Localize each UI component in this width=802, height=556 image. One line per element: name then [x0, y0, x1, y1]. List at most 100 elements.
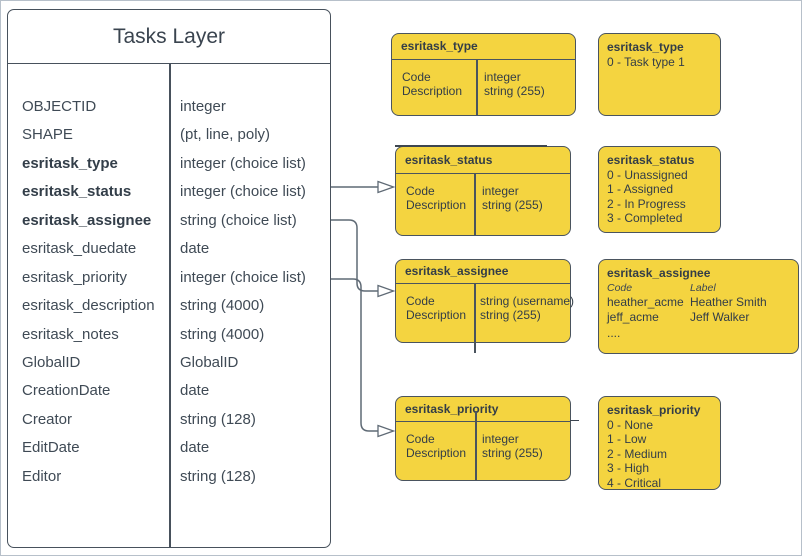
value-list-title: esritask_status: [607, 153, 695, 167]
domain-field-type: string (255): [484, 84, 545, 98]
field-row: GlobalID GlobalID: [8, 349, 330, 377]
domain-field-type: integer: [484, 70, 521, 84]
value-list-assignee: esritask_assignee Code Label heather_acm…: [598, 259, 799, 354]
field-type: integer (choice list): [180, 154, 306, 172]
tasks-layer-title: Tasks Layer: [8, 10, 330, 64]
domain-field-type: string (255): [480, 308, 541, 322]
domain-field-types: integer string (255): [484, 70, 545, 98]
domain-field-label: Description: [402, 84, 463, 98]
domain-field-types: string (username) string (255): [480, 294, 574, 322]
field-row: SHAPE (pt, line, poly): [8, 121, 330, 149]
domain-field-types: integer string (255): [482, 184, 543, 212]
domain-field-labels: Code Description: [406, 432, 466, 460]
field-name: OBJECTID: [22, 98, 97, 115]
field-type: string (choice list): [180, 211, 297, 229]
label-column-header: Label: [690, 281, 716, 294]
connector-line-assignee: [331, 219, 378, 292]
domain-field-label: Description: [406, 198, 467, 212]
domain-table-title: esritask_priority: [396, 397, 570, 422]
tasks-layer-table: Tasks Layer OBJECTID integer SHAPE (pt, li…: [7, 9, 331, 548]
domain-field-labels: Code Description: [406, 184, 466, 212]
value-item: 0 - Task type 1: [607, 54, 685, 69]
value-item: 2 - Medium: [607, 446, 668, 461]
domain-field-type: integer: [482, 432, 519, 446]
value-row: jeff_acme Jeff Walker: [607, 310, 790, 325]
field-type: GlobalID: [180, 353, 239, 371]
arrowhead: [377, 284, 396, 298]
field-type: string (4000): [180, 297, 265, 315]
tasks-layer-column-divider: [169, 64, 171, 547]
field-type: string (128): [180, 410, 256, 428]
domain-table-status: esritask_status Code Description integer…: [395, 146, 571, 236]
field-name: esritask_priority: [22, 268, 128, 286]
field-type: integer (choice list): [180, 268, 306, 286]
value-list-status: esritask_status 0 - Unassigned 1 - Assig…: [598, 146, 721, 233]
domain-field-label: Code: [406, 294, 435, 308]
value-ellipsis: ....: [607, 326, 621, 341]
field-name: esritask_status: [22, 183, 132, 201]
stray-line: [570, 419, 579, 421]
domain-field-labels: Code Description: [406, 294, 466, 322]
value-code: heather_acme: [607, 295, 684, 310]
value-row: heather_acme Heather Smith: [607, 295, 790, 310]
domain-field-types: integer string (255): [482, 432, 543, 460]
domain-field-type: string (username): [480, 294, 575, 308]
field-name: esritask_duedate: [22, 240, 137, 258]
field-name: SHAPE: [22, 126, 73, 144]
field-name: esritask_type: [22, 154, 118, 172]
field-row: esritask_priority integer (choice list): [8, 264, 330, 292]
stray-line: [395, 144, 547, 147]
domain-table-title: esritask_assignee: [396, 260, 570, 284]
field-name: Editor: [22, 467, 62, 485]
value-list-type: esritask_type 0 - Task type 1: [598, 33, 721, 116]
column-divider: [474, 283, 476, 353]
field-name: CreationDate: [22, 382, 111, 400]
field-type: integer: [180, 98, 226, 115]
domain-table-type: esritask_type Code Description integer s…: [391, 33, 576, 116]
field-row: esritask_notes string (4000): [8, 321, 330, 349]
domain-table-title: esritask_type: [392, 34, 575, 60]
value-item: 1 - Assigned: [607, 182, 674, 197]
domain-table-title: esritask_status: [396, 147, 570, 174]
value-list-column-headers: Code Label: [607, 281, 790, 296]
value-item: 3 - High: [607, 461, 650, 476]
domain-field-type: string (255): [482, 446, 543, 460]
domain-field-label: Description: [406, 308, 467, 322]
value-label: Jeff Walker: [690, 309, 750, 324]
domain-field-label: Description: [406, 446, 467, 460]
domain-field-label: Code: [402, 70, 431, 84]
field-name: GlobalID: [22, 353, 81, 371]
value-code: jeff_acme: [607, 309, 659, 324]
field-name: esritask_description: [22, 297, 155, 315]
field-type: date: [180, 439, 210, 457]
arrowhead: [377, 180, 396, 194]
arrowhead: [377, 424, 396, 438]
connector-line-priority: [331, 278, 378, 432]
field-row: esritask_type integer (choice list): [8, 150, 330, 178]
field-type: string (4000): [180, 325, 265, 343]
field-type: (pt, line, poly): [180, 126, 271, 144]
domain-table-priority: esritask_priority Code Description integ…: [395, 396, 571, 481]
field-type: date: [180, 382, 210, 400]
value-list-title: esritask_assignee: [607, 266, 711, 280]
column-divider: [475, 411, 477, 481]
field-name: esritask_notes: [22, 325, 119, 343]
value-item: 4 - Critical: [607, 475, 662, 490]
value-list-priority: esritask_priority 0 - None 1 - Low 2 - M…: [598, 396, 721, 490]
domain-field-type: string (255): [482, 198, 543, 212]
field-name: EditDate: [22, 439, 80, 457]
column-divider: [474, 173, 476, 236]
value-label: Heather Smith: [690, 295, 767, 310]
domain-field-label: Code: [406, 432, 435, 446]
value-item: 3 - Completed: [607, 211, 683, 226]
domain-field-labels: Code Description: [402, 70, 462, 98]
field-type: integer (choice list): [180, 183, 306, 201]
value-list-title: esritask_priority: [607, 403, 701, 417]
column-divider: [476, 59, 478, 116]
value-item: 1 - Low: [607, 432, 647, 447]
field-name: Creator: [22, 410, 73, 428]
